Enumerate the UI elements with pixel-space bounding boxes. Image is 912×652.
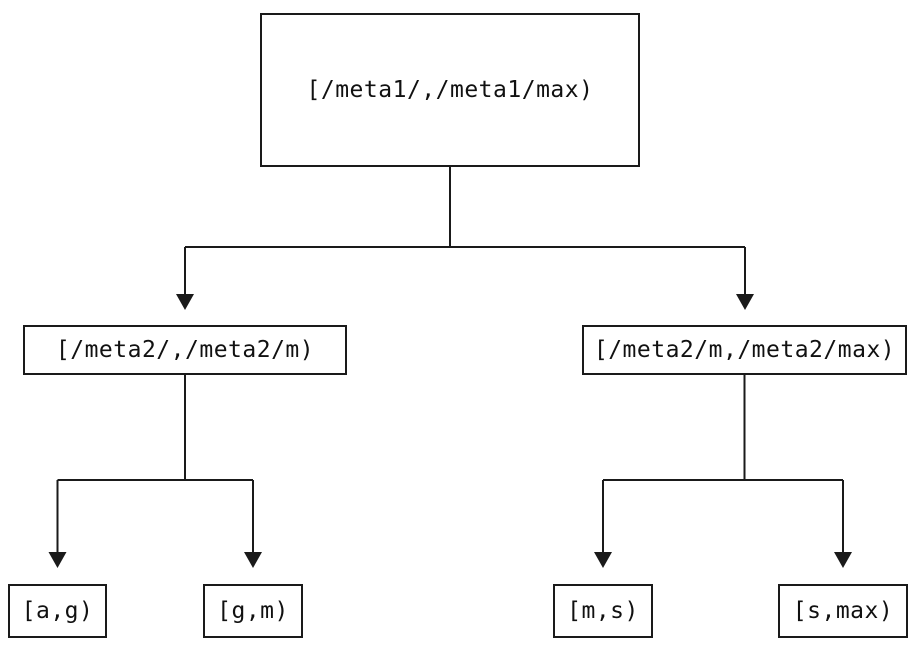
node-meta2-left-label: [/meta2/,/meta2/m): [55, 337, 315, 363]
edge-right-subtree: [594, 375, 852, 568]
node-root-label: [/meta1/,/meta1/max): [306, 77, 594, 103]
node-root: [/meta1/,/meta1/max): [260, 13, 640, 167]
arrowhead-down-icon: [244, 552, 262, 568]
node-meta2-right: [/meta2/m,/meta2/max): [582, 325, 907, 375]
leaf-a-g-label: [a,g): [21, 598, 94, 624]
leaf-s-max: [s,max): [778, 584, 908, 638]
arrowhead-down-icon: [176, 294, 194, 310]
edge-root-to-children: [176, 167, 754, 310]
node-meta2-right-label: [/meta2/m,/meta2/max): [593, 337, 896, 363]
arrowhead-down-icon: [736, 294, 754, 310]
leaf-m-s-label: [m,s): [567, 598, 639, 624]
arrowhead-down-icon: [594, 552, 612, 568]
leaf-s-max-label: [s,max): [792, 598, 894, 624]
arrowhead-down-icon: [48, 552, 67, 568]
leaf-g-m: [g,m): [203, 584, 303, 638]
leaf-m-s: [m,s): [553, 584, 653, 638]
arrowhead-down-icon: [834, 552, 852, 568]
leaf-a-g: [a,g): [8, 584, 107, 638]
edge-left-subtree: [48, 375, 262, 568]
leaf-g-m-label: [g,m): [217, 598, 289, 624]
node-meta2-left: [/meta2/,/meta2/m): [23, 325, 347, 375]
